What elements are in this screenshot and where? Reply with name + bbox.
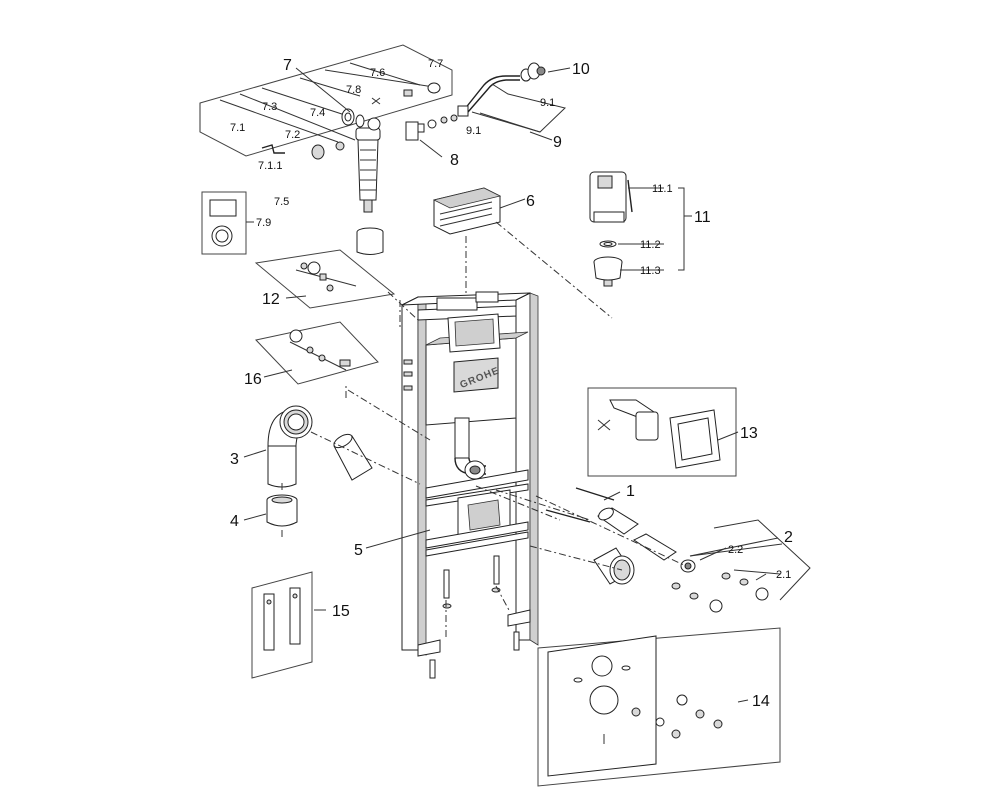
supply-hose: [457, 62, 567, 133]
callout-2-1: 2.1: [776, 569, 791, 581]
callout-8: 8: [450, 152, 459, 169]
assembly-centerlines: [281, 291, 687, 640]
callout-7-8: 7.8: [346, 84, 361, 96]
installation-frame: GROHE: [401, 291, 539, 657]
part-6-module: [432, 187, 613, 319]
foot-screws: [429, 555, 520, 679]
callout-11-1: 11.1: [652, 183, 673, 195]
part-4-connector: [266, 494, 298, 527]
callout-9-1-b: 9.1: [466, 125, 481, 137]
callout-7-2: 7.2: [285, 129, 300, 141]
callout-7-3: 7.3: [262, 101, 277, 113]
callout-7: 7: [283, 57, 292, 74]
callout-11: 11: [694, 209, 711, 226]
part-16-kit: [255, 321, 379, 385]
callout-15: 15: [332, 603, 350, 620]
callout-7-7: 7.7: [428, 58, 443, 70]
parts-1-2-bolts: [545, 487, 811, 613]
callout-7-1-1: 7.1.1: [258, 160, 282, 172]
part-3-bend: [267, 405, 313, 488]
callout-9: 9: [553, 134, 562, 151]
part-11-flush-valve: [589, 171, 690, 287]
callout-9-1-a: 9.1: [540, 97, 555, 109]
callout-4: 4: [230, 513, 239, 530]
fill-valve-assembly: [199, 44, 458, 255]
callout-7-1: 7.1: [230, 122, 245, 134]
callout-6: 6: [526, 193, 535, 210]
callout-11-3: 11.3: [640, 265, 661, 277]
callout-10: 10: [572, 61, 590, 78]
callout-2: 2: [784, 529, 793, 546]
part-12-kit: [254, 249, 396, 309]
callout-7-9: 7.9: [256, 217, 271, 229]
part-13-kit: [587, 387, 737, 477]
part-14-sound-pad: [537, 627, 781, 787]
pipe-sleeve: [333, 433, 373, 481]
callout-11-2: 11.2: [640, 239, 661, 251]
callout-13: 13: [740, 425, 758, 442]
part-7-9-kit: [201, 191, 247, 255]
callout-7-5: 7.5: [274, 196, 289, 208]
callout-1: 1: [626, 483, 635, 500]
callout-2-2: 2.2: [728, 544, 743, 556]
callout-7-6: 7.6: [370, 67, 385, 79]
callout-12: 12: [262, 291, 280, 308]
leader-lines: [243, 67, 779, 703]
part-15-brackets: [251, 571, 313, 679]
callout-5: 5: [354, 542, 363, 559]
callout-3: 3: [230, 451, 239, 468]
callout-labels: 7 7.7 7.6 7.8 7.3 7.4 7.1 7.2 7.1.1 7.5 …: [230, 57, 793, 710]
callout-7-4: 7.4: [310, 107, 325, 119]
callout-16: 16: [244, 371, 262, 388]
callout-14: 14: [752, 693, 770, 710]
